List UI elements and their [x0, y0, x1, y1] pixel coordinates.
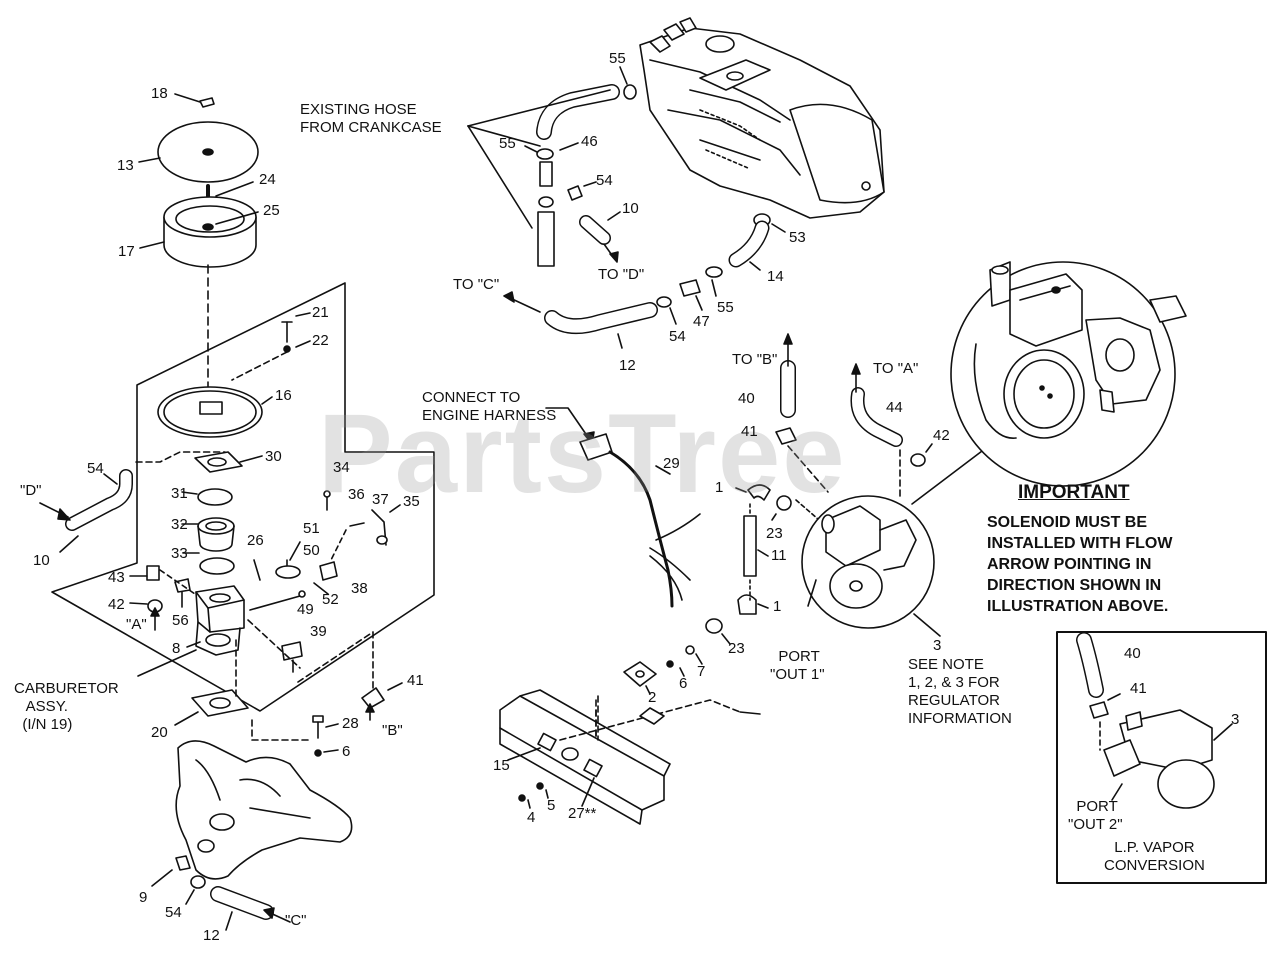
callout-35: 35 [403, 493, 420, 510]
callout-13: 13 [117, 157, 134, 174]
callout-14: 14 [767, 268, 784, 285]
engine-assembly [639, 17, 885, 219]
carburetor-parts [39, 312, 403, 931]
caption-connect-harness: CONNECT TO ENGINE HARNESS [422, 389, 557, 424]
callout-31: 31 [171, 485, 188, 502]
callout-3-inset: 3 [1231, 711, 1240, 728]
callout-6-mid: 6 [679, 675, 688, 692]
callout-56: 56 [172, 612, 189, 629]
important-title: IMPORTANT [1018, 482, 1130, 503]
callout-50: 50 [303, 542, 320, 559]
callout-15: 15 [493, 757, 510, 774]
callout-47: 47 [693, 313, 710, 330]
callout-7: 7 [697, 663, 706, 680]
callout-54-lower: 54 [669, 328, 686, 345]
callout-36: 36 [348, 486, 365, 503]
callout-21: 21 [312, 304, 329, 321]
callout-5: 5 [547, 797, 556, 814]
caption-see-note: SEE NOTE 1, 2, & 3 FOR REGULATOR INFORMA… [908, 656, 1012, 727]
callout-34: 34 [333, 459, 350, 476]
callout-29: 29 [663, 455, 680, 472]
callout-3-mid: 3 [933, 637, 942, 654]
tag-to-a: TO "A" [873, 360, 919, 377]
air-cleaner-assembly [138, 93, 259, 391]
tag-to-c: TO "C" [453, 276, 500, 293]
mounting-bracket [499, 645, 761, 825]
callout-38: 38 [351, 580, 368, 597]
callout-33: 33 [171, 545, 188, 562]
callout-37: 37 [372, 491, 389, 508]
caption-lp-vapor: L.P. VAPOR CONVERSION [1104, 839, 1205, 874]
callout-39: 39 [310, 623, 327, 640]
callout-41-left: 41 [407, 672, 424, 689]
callout-52: 52 [322, 591, 339, 608]
callout-32: 32 [171, 516, 188, 533]
lp-vapor-inset [1056, 631, 1267, 884]
callout-22: 22 [312, 332, 329, 349]
callout-12-bottom: 12 [203, 927, 220, 944]
callout-25: 25 [263, 202, 280, 219]
callout-41-inset: 41 [1130, 680, 1147, 697]
caption-carburetor: CARBURETOR ASSY. (I/N 19) [14, 680, 119, 733]
callout-30: 30 [265, 448, 282, 465]
callout-23-top: 23 [766, 525, 783, 542]
tag-a-left: "A" [126, 616, 147, 633]
callout-42-left: 42 [108, 596, 125, 613]
callout-54-bottom: 54 [165, 904, 182, 921]
caption-port-out1: PORT "OUT 1" [770, 648, 825, 683]
tag-d-left: "D" [20, 482, 42, 499]
callout-55-top: 55 [609, 50, 626, 67]
callout-55-mid: 55 [499, 135, 516, 152]
callout-12-mid: 12 [619, 357, 636, 374]
caption-existing-hose: EXISTING HOSE FROM CRANKCASE [300, 101, 442, 136]
callout-1-bottom: 1 [773, 598, 782, 615]
callout-51: 51 [303, 520, 320, 537]
callout-4: 4 [527, 809, 536, 826]
callout-23-bottom: 23 [728, 640, 745, 657]
tag-to-b: TO "B" [732, 351, 778, 368]
callout-1-top: 1 [715, 479, 724, 496]
carburetor-panel-outline [51, 282, 435, 712]
hose-assembly-top [467, 66, 786, 349]
callout-27: 27** [568, 805, 597, 822]
tag-to-d: TO "D" [598, 266, 645, 283]
callout-42-mid: 42 [933, 427, 950, 444]
regulator-detail-circle [950, 261, 1187, 487]
callout-18: 18 [151, 85, 168, 102]
callout-10-right: 10 [622, 200, 639, 217]
callout-43: 43 [108, 569, 125, 586]
callout-55-lower: 55 [717, 299, 734, 316]
callout-6-left: 6 [342, 743, 351, 760]
tag-b-mid: "B" [382, 722, 403, 739]
watermark: PartsTree [318, 391, 847, 516]
callout-26: 26 [247, 532, 264, 549]
callout-53: 53 [789, 229, 806, 246]
callout-24: 24 [259, 171, 276, 188]
callout-11: 11 [771, 547, 787, 564]
callout-16: 16 [275, 387, 292, 404]
callout-46: 46 [581, 133, 598, 150]
caption-port-out2: PORT "OUT 2" [1068, 798, 1123, 833]
callout-10-top: 10 [33, 552, 50, 569]
callout-8: 8 [172, 640, 181, 657]
harness-and-regulator [545, 333, 987, 645]
callout-17: 17 [118, 243, 135, 260]
callout-54-top: 54 [596, 172, 613, 189]
callout-20: 20 [151, 724, 168, 741]
callout-28: 28 [342, 715, 359, 732]
callout-2: 2 [648, 689, 657, 706]
tag-c-bottom: "C" [285, 912, 307, 929]
callout-44: 44 [886, 399, 903, 416]
callout-40-mid: 40 [738, 390, 755, 407]
callout-9: 9 [139, 889, 148, 906]
callout-54-left: 54 [87, 460, 104, 477]
callout-41-mid: 41 [741, 423, 758, 440]
callout-40-inset: 40 [1124, 645, 1141, 662]
callout-49: 49 [297, 601, 314, 618]
important-body: SOLENOID MUST BE INSTALLED WITH FLOW ARR… [987, 514, 1173, 615]
